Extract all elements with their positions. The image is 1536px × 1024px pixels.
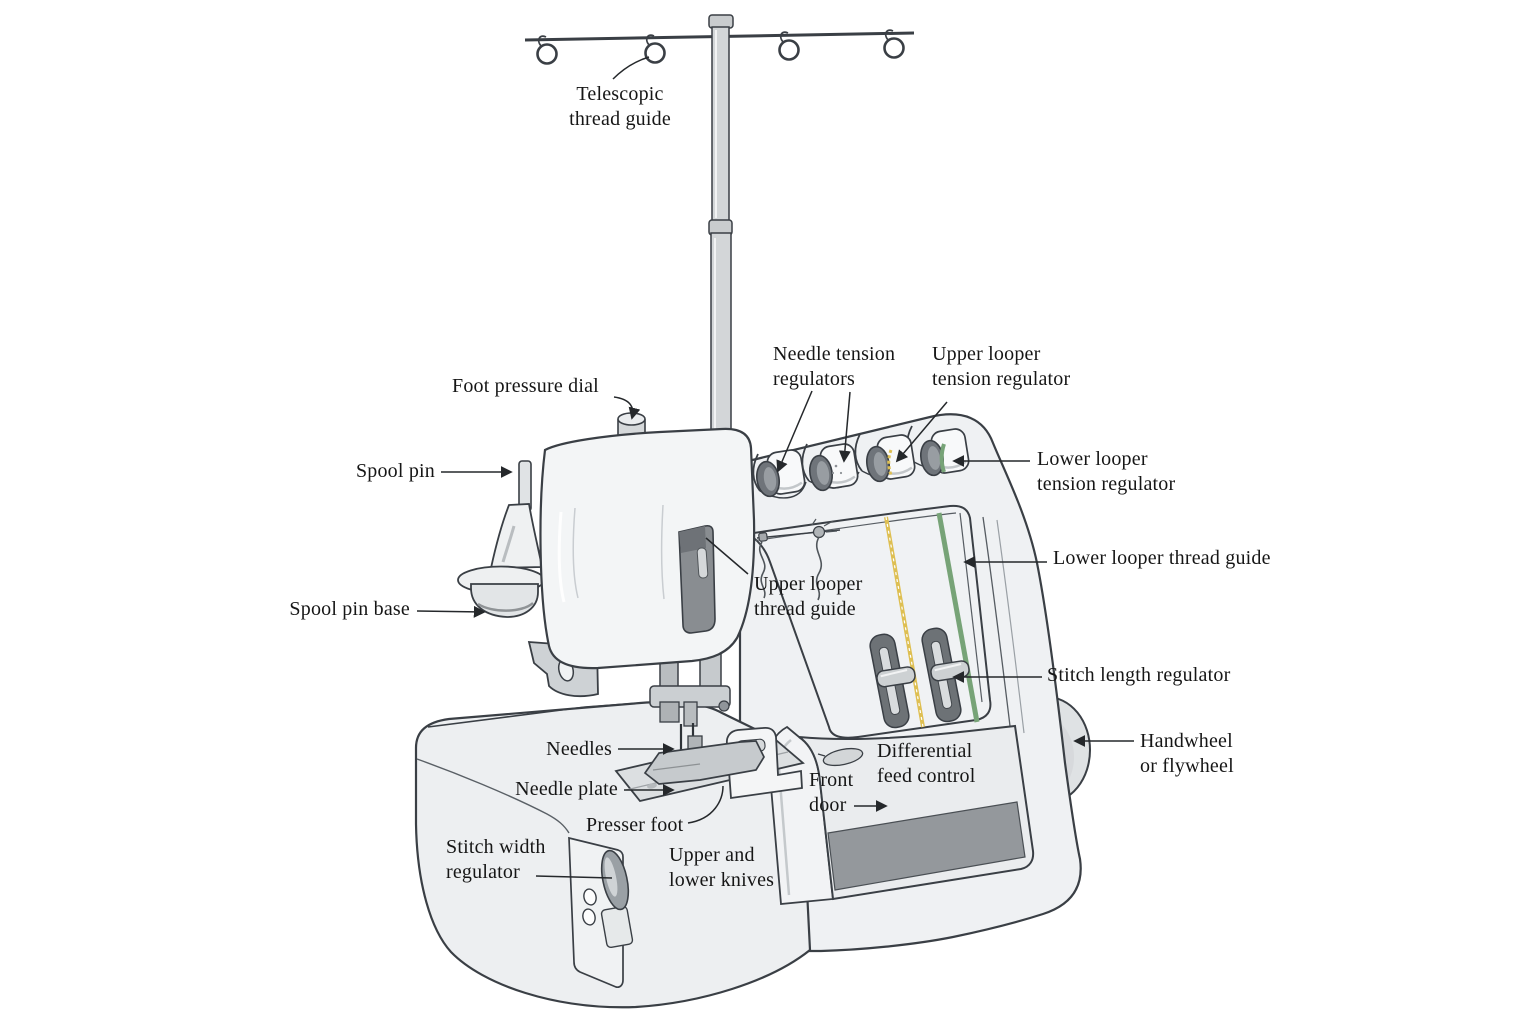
label-spool-pin-base: Spool pin base xyxy=(289,598,410,620)
upper-looper-thread-guide-wire xyxy=(756,529,841,539)
leader-upper-looper-tension xyxy=(895,401,948,463)
spool-pin-assembly xyxy=(457,460,545,618)
head-cover xyxy=(527,412,756,698)
leader-telescopic xyxy=(612,56,650,80)
needle-tension-dial-1 xyxy=(755,449,806,498)
differential-feed-lever xyxy=(876,666,916,688)
looper-cover-panel xyxy=(743,504,992,739)
leader-presser-foot xyxy=(687,785,724,824)
telescopic-pole xyxy=(708,14,734,436)
thread-guide-rings xyxy=(536,29,905,65)
door-vent-band xyxy=(827,801,1026,891)
leader-spool-pin-base xyxy=(416,605,486,618)
label-presser-foot: Presser foot xyxy=(586,814,684,836)
label-lower-looper-thread-guide: Lower looper thread guide xyxy=(1053,547,1271,569)
upper-looper-guide-slot xyxy=(678,524,716,634)
leader-upper-looper-guide xyxy=(705,537,749,575)
leader-needle-tension-1 xyxy=(776,390,813,473)
leader-stitch-width xyxy=(535,875,613,879)
leader-foot-pressure xyxy=(613,396,641,420)
label-needle-plate: Needle plate xyxy=(515,778,618,800)
label-spool-pin: Spool pin xyxy=(355,460,435,482)
label-stitch-length-regulator: Stitch length regulator xyxy=(1047,664,1231,686)
green-thread-path xyxy=(936,512,980,723)
leader-lines xyxy=(416,56,1134,879)
label-needles: Needles xyxy=(546,738,612,760)
front-door xyxy=(768,724,1035,905)
label-foot-pressure-dial: Foot pressure dial xyxy=(452,375,599,397)
leader-needle-tension-2 xyxy=(838,391,851,463)
telescopic-thread-guide xyxy=(524,14,915,436)
stitch-width-panel xyxy=(568,836,634,989)
